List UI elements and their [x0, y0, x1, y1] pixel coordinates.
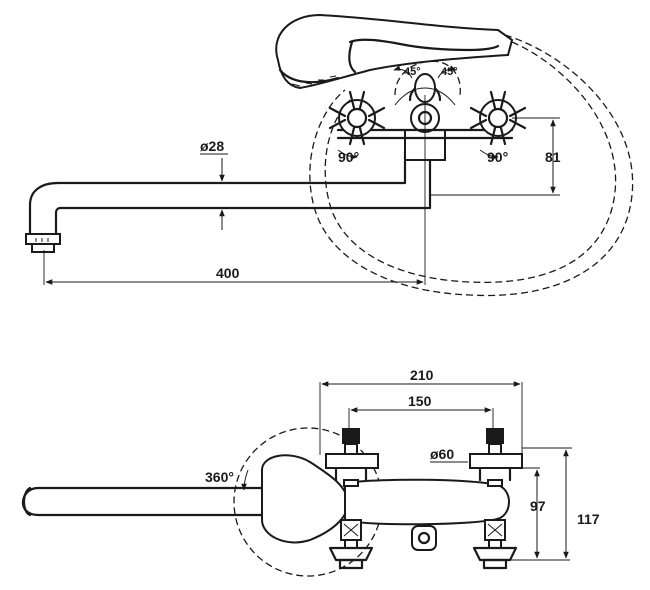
front-mixer-body [344, 478, 510, 526]
left-cross-handle [328, 90, 386, 146]
dim-210-label: 210 [410, 367, 434, 383]
angle-switch-left-label: 45° [404, 66, 421, 78]
front-spout-arm [21, 486, 264, 517]
left-angle-arc [337, 149, 358, 160]
angle-switch-right-label: 45° [441, 66, 458, 78]
handle-swing-arc-dashed [394, 60, 461, 96]
right-valve-assembly [469, 428, 523, 570]
angle-left-handle-label: 90° [338, 149, 359, 165]
switch-angle-left-arc [393, 65, 413, 79]
switch-angle-right-arc [437, 65, 457, 79]
dim-d28-label: ø28 [200, 138, 224, 154]
dim-81-label: 81 [545, 149, 561, 165]
diverter-knob [411, 525, 437, 551]
right-angle-arc [479, 149, 499, 160]
top-view: 90° 90° 45° 45° 400 ø28 81 [25, 13, 634, 297]
dim-d60-label: ø60 [430, 446, 454, 462]
dim-97-label: 97 [530, 498, 546, 514]
shower-head [275, 13, 514, 90]
right-cross-handle [469, 90, 527, 146]
dim-400-label: 400 [216, 265, 240, 281]
spout-pipe [25, 150, 432, 253]
hose-loop-inner-dashed [324, 41, 617, 283]
rotation-arrow [241, 469, 249, 491]
angle-rotation-label: 360° [205, 469, 234, 485]
angle-right-handle-label: 90° [487, 149, 508, 165]
hose-loop-dashed [309, 34, 634, 297]
dim-117-label: 117 [577, 511, 600, 527]
front-view: 210 150 ø60 97 117 360° [21, 367, 600, 577]
left-valve-assembly [325, 428, 379, 570]
dim-150-label: 150 [408, 393, 432, 409]
